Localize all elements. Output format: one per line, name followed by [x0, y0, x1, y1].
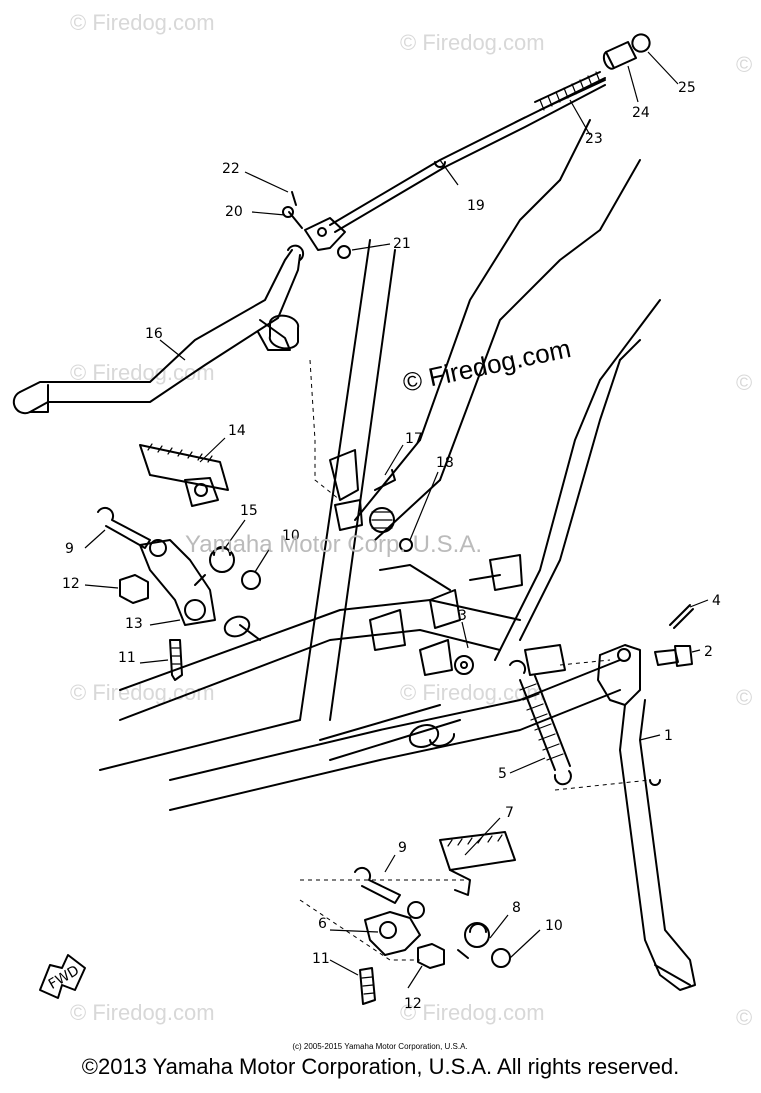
- callout-11-upper: 11: [118, 650, 136, 666]
- callout-21: 21: [393, 236, 411, 252]
- callout-9-upper: 9: [65, 541, 74, 557]
- callout-2: 2: [704, 644, 713, 660]
- callout-17: 17: [405, 431, 423, 447]
- callout-18: 18: [436, 455, 454, 471]
- callout-22: 22: [222, 161, 240, 177]
- part-20-21-22-small: [282, 191, 351, 259]
- callout-15: 15: [240, 503, 258, 519]
- frame-drawing: [99, 119, 661, 961]
- callout-12-upper: 12: [62, 576, 80, 592]
- part-24-25-fitting: [602, 33, 651, 70]
- callout-labels: 1 2 3 4 5 6 7 8 9 9 10 10 11 11 12 12 13…: [62, 80, 721, 1012]
- part-11-bolt-upper: [169, 639, 183, 681]
- watermark-layer: © Firedog.com © Firedog.com © Firedog.co…: [70, 10, 752, 1030]
- part-5-spring: [509, 659, 572, 786]
- watermark-corner: ©: [736, 1005, 752, 1030]
- part-2-4-bolt-pin: [654, 604, 694, 667]
- callout-14: 14: [228, 423, 246, 439]
- watermark-corner: ©: [736, 52, 752, 77]
- callout-13: 13: [125, 616, 143, 632]
- small-copyright: (c) 2005-2015 Yamaha Motor Corporation, …: [292, 1042, 467, 1051]
- part-14-footpeg: [139, 443, 229, 507]
- part-8-10-lower: [457, 922, 511, 968]
- part-17-18-spring: [369, 469, 413, 552]
- callout-3: 3: [458, 608, 467, 624]
- part-3-collar: [454, 655, 474, 675]
- callout-10-upper: 10: [282, 528, 300, 544]
- watermark-corner: ©: [736, 685, 752, 710]
- callout-23: 23: [585, 131, 603, 147]
- watermark-firedog-main: © Firedog.com: [400, 333, 573, 398]
- callout-6: 6: [318, 916, 327, 932]
- part-19-rod: [304, 77, 606, 251]
- footer-copyright: ©2013 Yamaha Motor Corporation, U.S.A. A…: [81, 1054, 680, 1079]
- leader-lines: [84, 51, 709, 989]
- callout-11: 11: [312, 951, 330, 967]
- watermark-text: © Firedog.com: [70, 1000, 215, 1025]
- callout-9: 9: [398, 840, 407, 856]
- part-12-nut-lower: [417, 943, 445, 969]
- callout-12: 12: [404, 996, 422, 1012]
- watermark-text: © Firedog.com: [70, 10, 215, 35]
- callout-24: 24: [632, 105, 650, 121]
- watermark-text: © Firedog.com: [400, 680, 545, 705]
- part-1-sidestand: [597, 644, 696, 991]
- callout-10: 10: [545, 918, 563, 934]
- part-23-spring: [534, 71, 606, 111]
- callout-4: 4: [712, 593, 721, 609]
- callout-20: 20: [225, 204, 243, 220]
- watermark-text: © Firedog.com: [70, 360, 215, 385]
- part-9-bolt-lower: [354, 866, 401, 904]
- watermark-text: © Firedog.com: [400, 30, 545, 55]
- callout-16: 16: [145, 326, 163, 342]
- part-15-spring-upper: [194, 546, 261, 590]
- part-13-bracket: [139, 539, 216, 626]
- callout-5: 5: [498, 766, 507, 782]
- part-6-bracket-lower: [364, 901, 425, 956]
- watermark-text: © Firedog.com: [400, 1000, 545, 1025]
- part-16-pedal: [12, 244, 305, 415]
- callout-8: 8: [512, 900, 521, 916]
- callout-1: 1: [664, 728, 673, 744]
- callout-25: 25: [678, 80, 696, 96]
- callout-7: 7: [505, 805, 514, 821]
- watermark-corner: ©: [736, 370, 752, 395]
- part-9-bolt-upper: [97, 506, 151, 549]
- part-11-bolt-lower: [359, 967, 376, 1005]
- part-12-nut-upper: [119, 574, 149, 604]
- fwd-arrow-icon: FWD: [39, 954, 86, 999]
- callout-19: 19: [467, 198, 485, 214]
- watermark-yamaha: Yamaha Motor Corp. U.S.A.: [185, 531, 482, 558]
